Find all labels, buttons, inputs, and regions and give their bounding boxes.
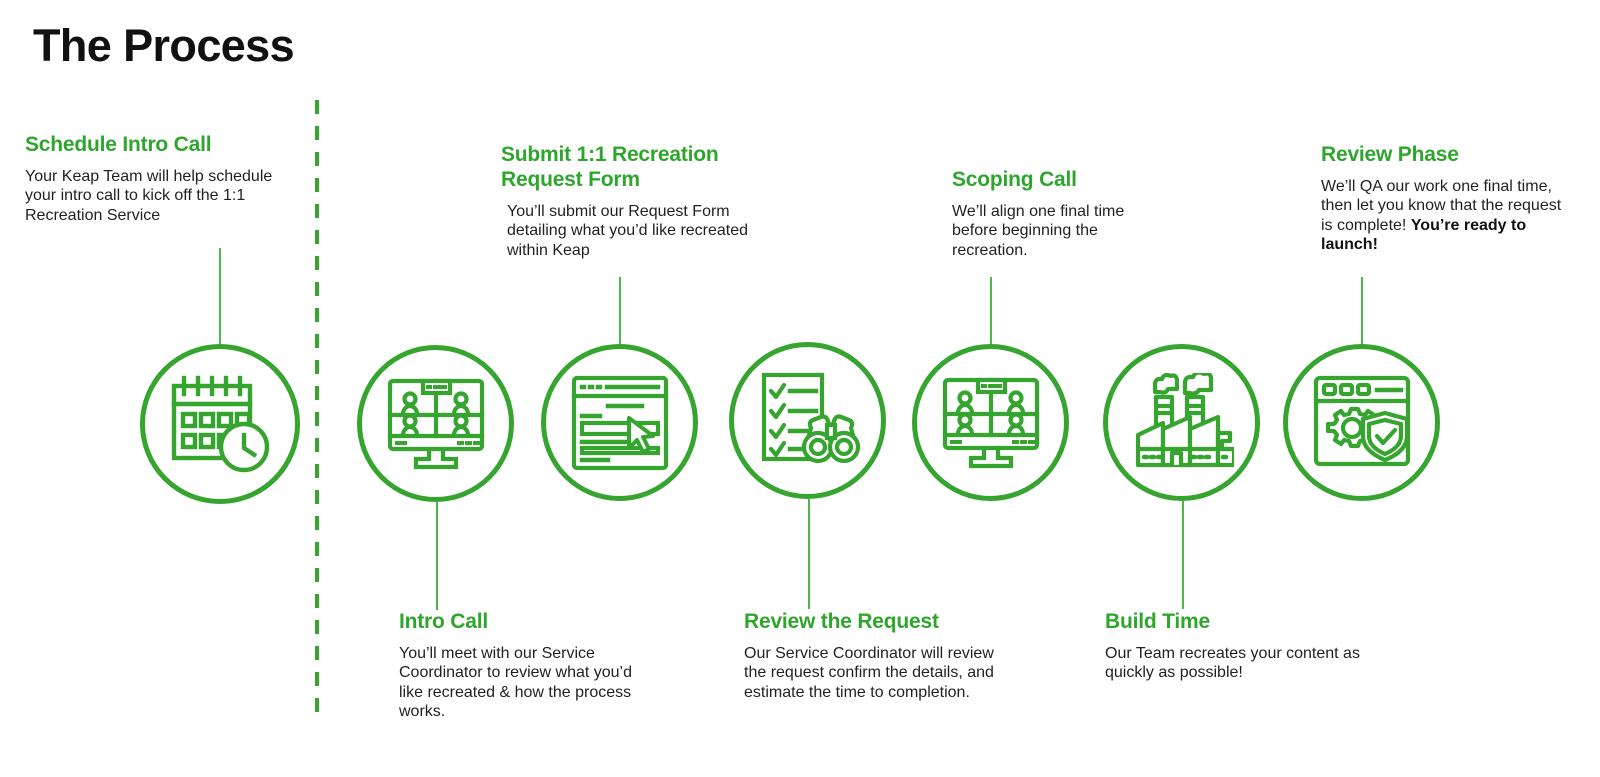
video-conference-icon: [387, 378, 484, 469]
step-body: Your Keap Team will help schedule your i…: [25, 167, 273, 224]
connector-stem-schedule-intro-call: [219, 248, 221, 345]
node-circle-intro-call[interactable]: [357, 345, 514, 502]
step-heading: Review Phase: [1321, 143, 1459, 166]
node-circle-schedule-intro-call[interactable]: [140, 344, 300, 504]
step-body: You’ll submit our Request Form detailing…: [507, 202, 749, 259]
node-circle-build-time[interactable]: [1103, 344, 1260, 501]
calendar-clock-icon: [171, 375, 270, 473]
node-circle-review-phase[interactable]: [1283, 344, 1440, 501]
step-heading: Build Time: [1105, 610, 1210, 633]
node-circle-scoping-call[interactable]: [912, 344, 1069, 501]
step-block-review-phase: Review Phase We’ll QA our work one final…: [1321, 143, 1577, 255]
connector-stem-submit-request-form: [619, 277, 621, 345]
browser-gear-shield-icon: [1313, 375, 1410, 466]
node-circle-review-the-request[interactable]: [729, 342, 886, 499]
step-heading: Submit 1:1 Recreation Request Form: [501, 143, 719, 191]
step-block-build-time: Build Time Our Team recreates your conte…: [1105, 610, 1365, 683]
step-heading: Schedule Intro Call: [25, 133, 212, 156]
connector-stem-review-the-request: [808, 499, 810, 609]
checklist-binoculars-icon: [761, 372, 860, 463]
factory-icon: [1135, 372, 1234, 467]
step-block-scoping-call: Scoping Call We’ll align one final time …: [952, 168, 1162, 260]
step-body-emphasis: You’re ready to launch!: [1321, 216, 1527, 254]
step-body: We’ll align one final time before beginn…: [952, 202, 1125, 259]
node-circle-submit-request-form[interactable]: [541, 344, 698, 501]
step-body: We’ll QA our work one final time, then l…: [1321, 177, 1577, 255]
step-heading: Scoping Call: [952, 168, 1077, 191]
page-title: The Process: [33, 20, 295, 71]
step-heading: Review the Request: [744, 610, 939, 633]
connector-stem-scoping-call: [990, 277, 992, 345]
step-block-intro-call: Intro Call You’ll meet with our Service …: [399, 610, 639, 722]
connector-stem-build-time: [1182, 501, 1184, 609]
step-block-review-the-request: Review the Request Our Service Coordinat…: [744, 610, 994, 702]
step-block-submit-recreation-request-form: Submit 1:1 Recreation Request Form You’l…: [501, 143, 751, 260]
web-form-cursor-icon: [571, 375, 668, 470]
step-body: You’ll meet with our Service Coordinator…: [399, 644, 633, 721]
step-heading: Intro Call: [399, 610, 489, 633]
video-conference-icon: [942, 377, 1039, 468]
step-body: Our Service Coordinator will review the …: [744, 644, 994, 701]
step-body: Our Team recreates your content as quick…: [1105, 644, 1360, 682]
connector-stem-review-phase: [1361, 277, 1363, 345]
step-body-text: We’ll QA our work one final time, then l…: [1321, 177, 1562, 234]
dashed-phase-divider: [315, 100, 319, 722]
step-block-schedule-intro-call: Schedule Intro Call Your Keap Team will …: [25, 133, 277, 225]
connector-stem-intro-call: [436, 502, 438, 610]
